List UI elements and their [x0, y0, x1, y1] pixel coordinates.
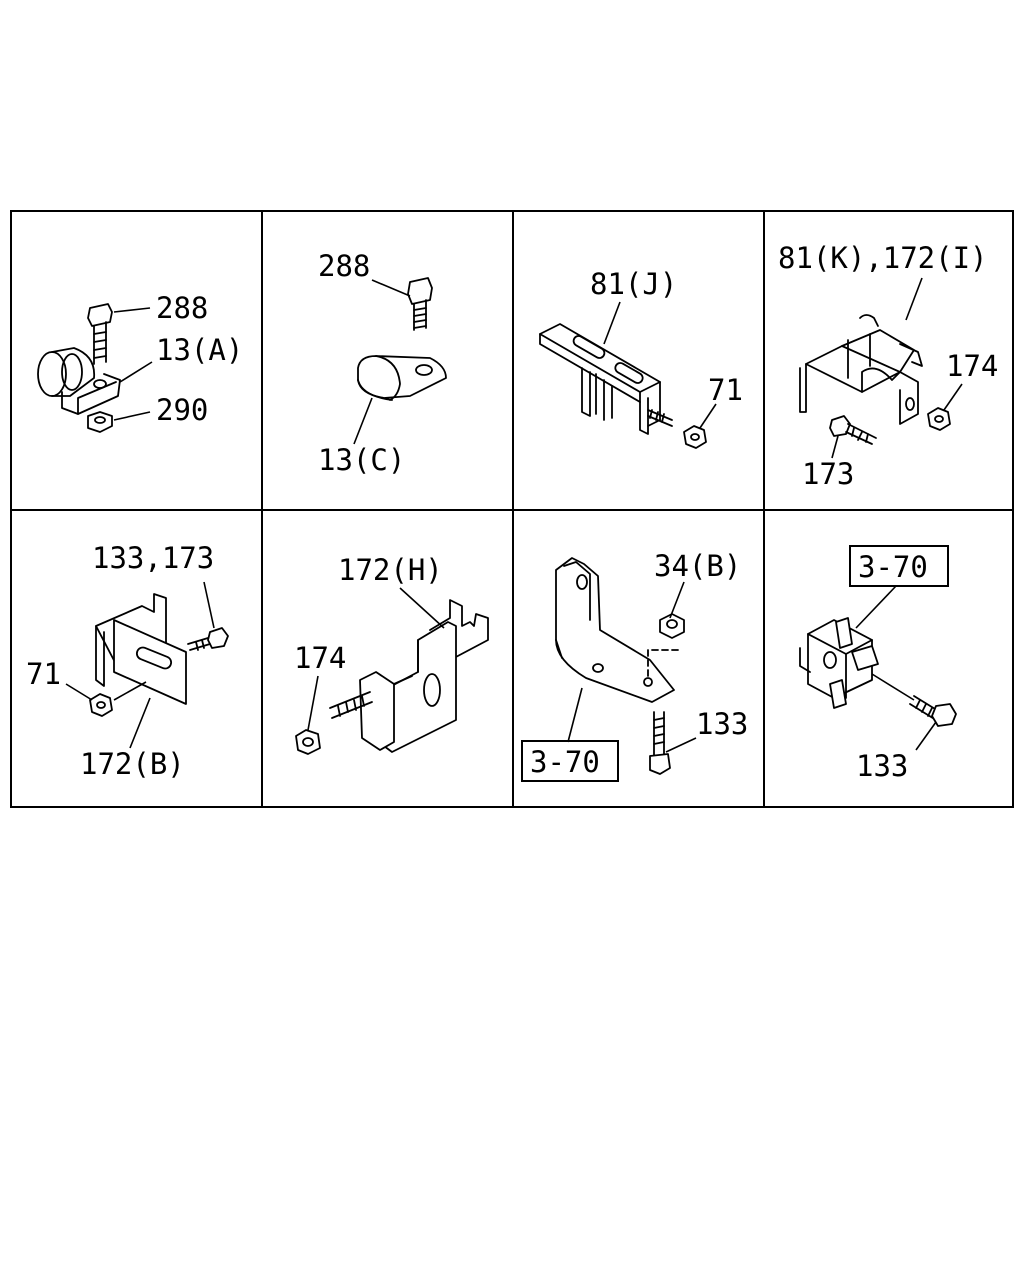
label-3-70: 3-70	[858, 550, 928, 584]
bracket-3-70-drawing	[555, 557, 679, 703]
panel-4: 81(K),172(I) 174 173	[778, 241, 998, 491]
clamp-13c-drawing	[357, 355, 447, 401]
label-288: 288	[318, 249, 370, 283]
panel-8: 3-70 133	[799, 545, 957, 783]
panel-3: 81(J) 71	[539, 267, 743, 449]
label-133: 133	[856, 749, 908, 783]
reference-box	[849, 545, 949, 587]
label-13a: 13(A)	[156, 333, 243, 367]
mount-3-70-drawing	[799, 617, 879, 709]
panel-2: 288 13(C)	[318, 249, 447, 477]
grid-divider	[12, 509, 1012, 511]
nut-174-drawing	[927, 407, 951, 431]
label-71: 71	[26, 657, 61, 691]
parts-diagram-grid	[10, 210, 1014, 808]
bolt-133-drawing	[909, 695, 957, 727]
label-133: 133	[696, 707, 748, 741]
bolt-173-drawing	[829, 415, 877, 445]
nut-71-drawing	[89, 693, 113, 717]
label-172b: 172(B)	[80, 747, 185, 781]
label-174: 174	[294, 641, 346, 675]
nut-290-drawing	[87, 411, 113, 433]
nut-34b-drawing	[659, 613, 685, 639]
label-81j: 81(J)	[590, 267, 677, 301]
label-133-173: 133,173	[92, 541, 214, 575]
nut-71-drawing	[683, 425, 707, 449]
label-173: 173	[802, 457, 854, 491]
panel-7: 34(B) 3-70 133	[521, 549, 748, 782]
label-34b: 34(B)	[654, 549, 741, 583]
bracket-81k-drawing	[799, 314, 923, 425]
bolt-133-drawing	[649, 711, 671, 775]
bracket-172b-drawing	[95, 593, 187, 705]
clamp-13a-drawing	[37, 347, 121, 415]
bolt-drawing	[187, 627, 229, 651]
panel-6: 172(H) 174	[294, 553, 489, 755]
panel-1: 288 13(A) 290	[37, 291, 243, 433]
label-13c: 13(C)	[318, 443, 405, 477]
nut-174-drawing	[295, 729, 321, 755]
label-172h: 172(H)	[338, 553, 443, 587]
label-71: 71	[708, 373, 743, 407]
bracket-172h-drawing	[359, 599, 489, 753]
panel-5: 133,173 71 172(B)	[26, 541, 229, 781]
bracket-81j-drawing	[539, 323, 661, 435]
label-81k-172i: 81(K),172(I)	[778, 241, 988, 275]
label-290: 290	[156, 393, 208, 427]
stud-drawing	[329, 691, 373, 719]
bolt-drawing	[647, 409, 673, 427]
reference-box	[521, 740, 619, 782]
bolt-288-drawing	[87, 303, 113, 365]
bolt-288-drawing	[407, 277, 433, 331]
label-3-70-reference: 3-70	[530, 745, 600, 779]
label-174: 174	[946, 349, 998, 383]
label-288: 288	[156, 291, 208, 325]
